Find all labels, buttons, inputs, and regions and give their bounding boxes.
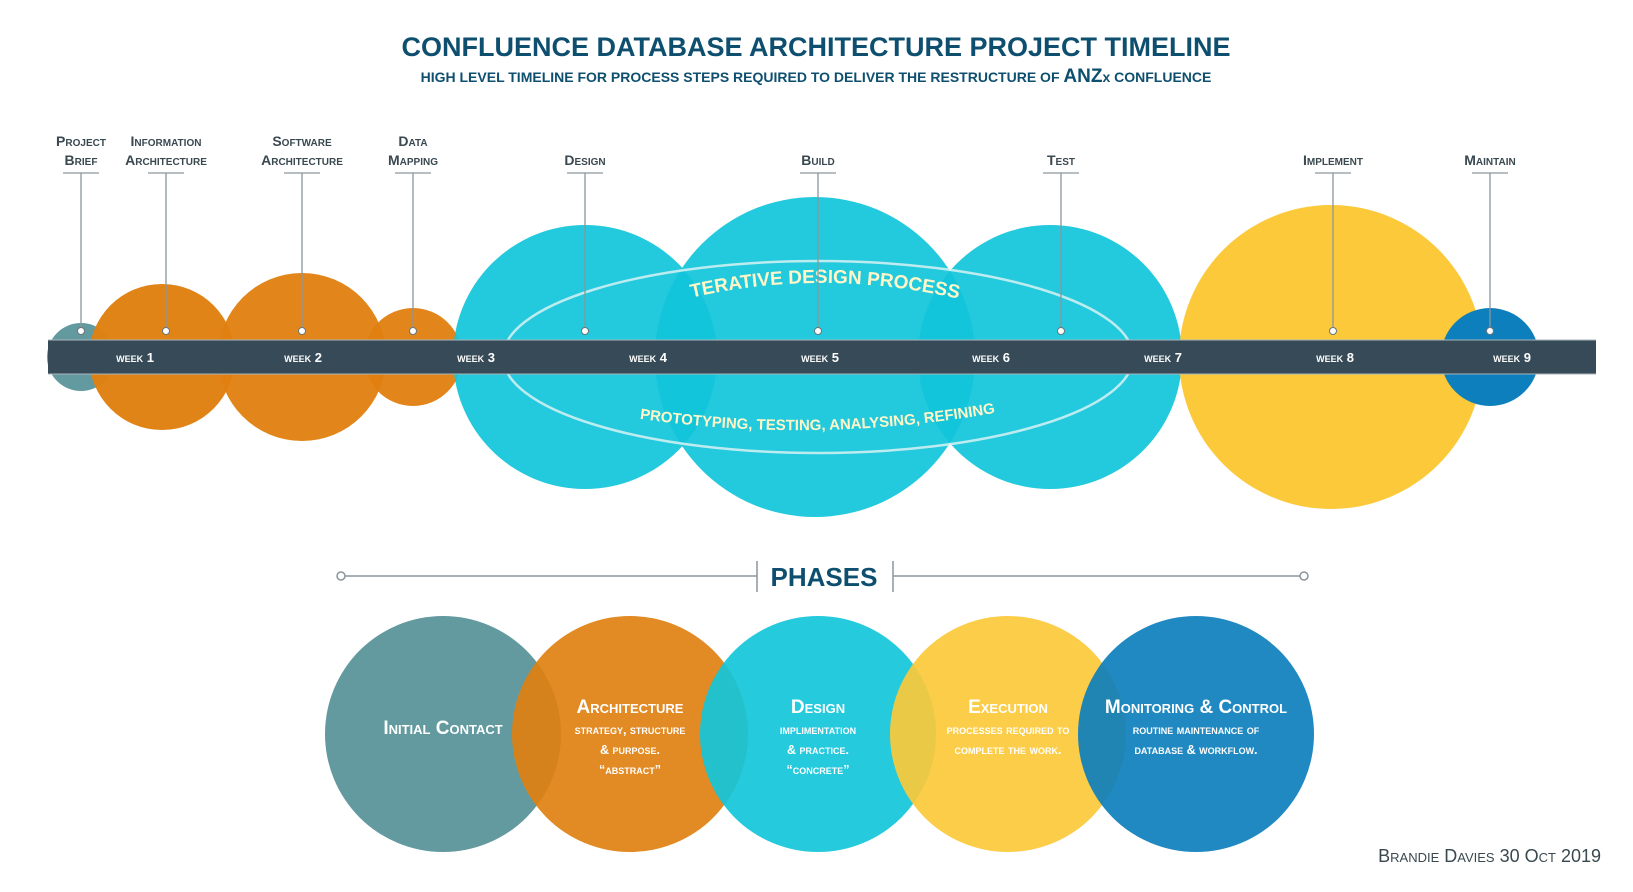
milestone-dot	[409, 327, 417, 335]
phase-description: “abstract”	[599, 763, 661, 777]
milestone-dot	[814, 327, 822, 335]
phase-description: & practice.	[787, 743, 849, 757]
milestone-label: Design	[564, 152, 605, 168]
phases-heading: PHASES	[771, 562, 878, 592]
milestone-label: Project	[56, 133, 106, 149]
milestone: Design	[564, 152, 606, 335]
phase-description: strategy, structure	[575, 723, 686, 737]
milestone-label: Software	[272, 133, 332, 149]
phase-description: database & workflow.	[1134, 743, 1257, 757]
phase-name: Architecture	[577, 697, 684, 718]
milestone-label: Information	[131, 133, 202, 149]
milestone-dot	[1329, 327, 1337, 335]
page-title: CONFLUENCE DATABASE ARCHITECTURE PROJECT…	[401, 32, 1230, 62]
phase-text: Monitoring & Control routine maintenance …	[1105, 697, 1287, 757]
week-label: week 2	[284, 350, 322, 365]
milestone-label: Brief	[65, 152, 98, 168]
week-label: week 5	[801, 350, 839, 365]
phase-description: routine maintenance of	[1133, 723, 1260, 737]
phase-text: Design implimentation & practice. “concrete…	[780, 697, 856, 777]
milestone-label: Implement	[1303, 152, 1363, 168]
phase-description: “concrete”	[786, 763, 849, 777]
phases-line-endpoint	[336, 571, 346, 581]
week-label: week 1	[116, 350, 154, 365]
phase-description: & purpose.	[600, 743, 660, 757]
page-subtitle: HIGH LEVEL TIMELINE FOR PROCESS STEPS RE…	[421, 66, 1212, 87]
week-label: week 3	[457, 350, 495, 365]
phase-circle	[512, 616, 748, 852]
milestone-dot	[1486, 327, 1494, 335]
week-label: week 6	[972, 350, 1010, 365]
milestone: Test	[1043, 152, 1079, 335]
phase-description: implimentation	[780, 723, 856, 737]
milestone-label: Architecture	[261, 152, 343, 168]
milestone-dot	[581, 327, 589, 335]
milestone: Implement	[1303, 152, 1363, 335]
timeline-bar	[48, 340, 1596, 374]
week-labels: week 1 week 2 week 3 week 4 week 5 week 6 week…	[116, 350, 1531, 365]
week-label: week 4	[629, 350, 668, 365]
phase-name: Initial Contact	[383, 718, 502, 739]
phase-text: Initial Contact	[383, 718, 502, 739]
phase-circle	[700, 616, 936, 852]
milestones: ProjectBriefInformationArchitectureSoftw…	[56, 133, 1516, 335]
phases-header: PHASES	[336, 561, 1309, 592]
phase-circle	[1078, 616, 1314, 852]
phase-circle	[325, 616, 561, 852]
milestone-label: Mapping	[388, 152, 438, 168]
phase-name: Execution	[968, 697, 1048, 718]
phase-circle	[890, 616, 1126, 852]
milestone-dot	[162, 327, 170, 335]
milestone-label: Build	[801, 152, 834, 168]
milestone-label: Data	[398, 133, 427, 149]
milestone-label: Test	[1047, 152, 1075, 168]
phase-name: Design	[791, 697, 845, 718]
week-label: week 9	[1493, 350, 1531, 365]
phase-name: Monitoring & Control	[1105, 697, 1287, 718]
milestone-label: Architecture	[125, 152, 207, 168]
milestone-dot	[1057, 327, 1065, 335]
milestone: Build	[800, 152, 836, 335]
author-credit: Brandie Davies 30 Oct 2019	[1378, 846, 1601, 866]
milestone-label: Maintain	[1464, 152, 1515, 168]
phase-description: processes required to	[947, 723, 1070, 737]
milestone: Maintain	[1464, 152, 1516, 335]
phases-line-endpoint	[1299, 571, 1309, 581]
week-label: week 8	[1316, 350, 1354, 365]
week-label: week 7	[1144, 350, 1182, 365]
phase-circles: Initial Contact Architecture strategy, str…	[325, 616, 1314, 852]
phase-description: complete the work.	[955, 743, 1062, 757]
milestone-dot	[298, 327, 306, 335]
phase-text: Architecture strategy, structure & purpose…	[575, 697, 686, 777]
phase-text: Execution processes required to complete t…	[947, 697, 1070, 757]
milestone-dot	[77, 327, 85, 335]
